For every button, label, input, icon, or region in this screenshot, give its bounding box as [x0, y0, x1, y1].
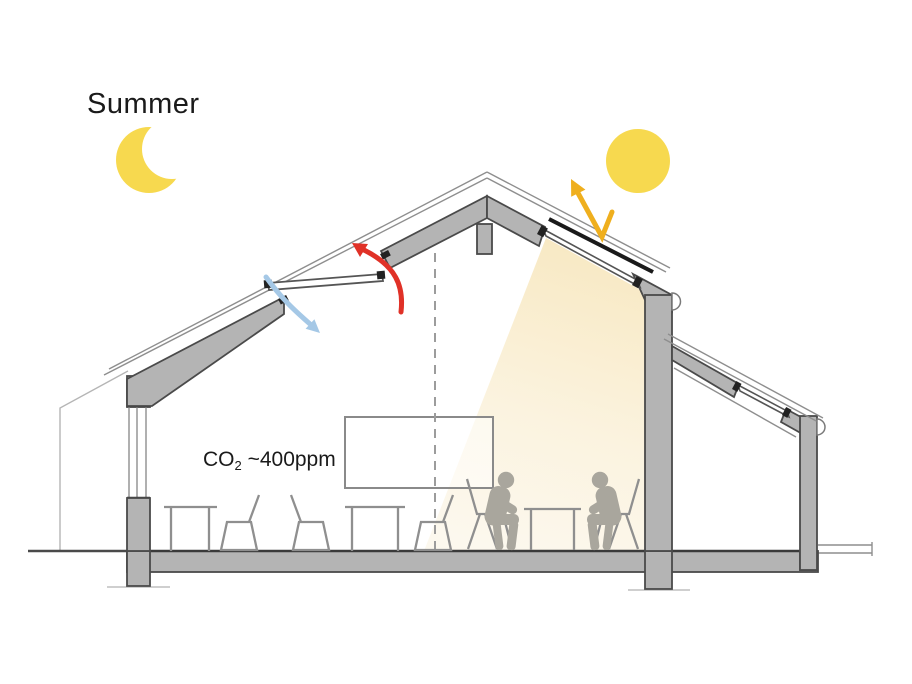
chair-3: [413, 494, 455, 552]
sun-icon: [606, 129, 670, 193]
moon-cutout: [142, 119, 202, 179]
co2-value: ~400ppm: [241, 448, 336, 471]
annex-roof-upper: [671, 344, 741, 399]
chair-1: [219, 494, 261, 552]
warm-air-out-arrow: [361, 247, 405, 315]
ground-line-right: [818, 542, 873, 556]
cool-air-in-arrowhead: [305, 319, 320, 333]
roof-right-upper: [486, 194, 547, 248]
cool-air-in-arrow: [263, 274, 313, 327]
background-building-outline: [59, 370, 129, 552]
gutter-main: [671, 292, 682, 311]
roof-surface-lines: [103, 171, 824, 424]
center-table: [524, 507, 581, 550]
table-2: [345, 505, 405, 551]
gutter-annex: [816, 418, 826, 436]
co2-subscript: 2: [234, 458, 242, 473]
annex-window-glazing: [736, 383, 791, 419]
chair-2: [289, 494, 331, 552]
co2-level-label: CO2 ~400ppm: [203, 448, 336, 473]
right-wall: [644, 294, 673, 552]
roof-structure: [126, 194, 673, 552]
foundation-left: [126, 550, 151, 587]
sun-reflection-arrowhead: [571, 179, 586, 197]
moon-icon: [116, 119, 202, 193]
furniture: [164, 494, 581, 552]
foundation-right: [644, 550, 673, 590]
warm-air-out-arrowhead: [352, 243, 368, 257]
footing-lines: [107, 586, 690, 591]
whiteboard: [344, 416, 494, 489]
annex-outer-wall: [799, 415, 818, 571]
window-cap-top: [537, 225, 548, 238]
annex-roof-window: [732, 381, 792, 419]
annex: [671, 344, 818, 571]
season-title: Summer: [87, 88, 200, 120]
window-cap-bottom: [632, 276, 643, 289]
annex-window-cap-bottom: [782, 407, 792, 418]
ridge-purlin: [476, 223, 493, 255]
left-wall-window-glazing: [128, 407, 147, 498]
annex-ceiling-line: [673, 367, 797, 438]
left-wall-lower: [126, 497, 151, 552]
roof-window-shaded: [537, 217, 654, 289]
opening-edge-upper: [380, 250, 391, 260]
awning-blind: [548, 217, 654, 274]
roof-left-lower: [126, 295, 285, 407]
annex-window-cap-top: [732, 381, 742, 392]
co2-prefix: CO: [203, 448, 235, 471]
table-1: [164, 505, 217, 551]
sun-reflection-arrow: [575, 190, 615, 243]
sash-hinge-right: [376, 270, 386, 280]
floor-slab: [126, 550, 819, 573]
